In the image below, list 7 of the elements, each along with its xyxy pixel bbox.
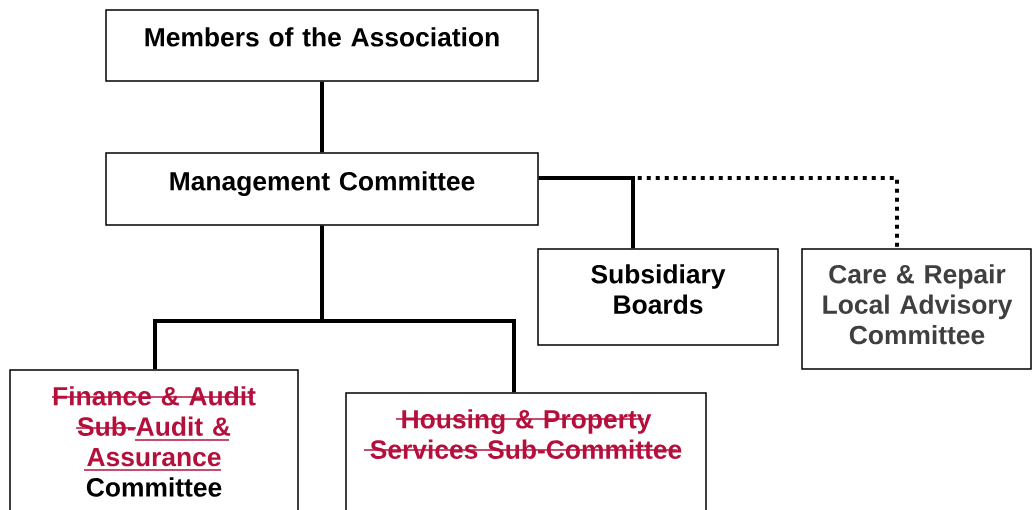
- org-box: Management Committee: [105, 152, 539, 226]
- org-box: Care & Repair Local Advisory Committee: [801, 248, 1032, 370]
- org-box: Subsidiary Boards: [537, 248, 779, 346]
- connector-line: [320, 225, 516, 393]
- connector-line: [538, 176, 899, 249]
- connector-line: [320, 81, 324, 153]
- org-box: Members of the Association: [105, 9, 539, 82]
